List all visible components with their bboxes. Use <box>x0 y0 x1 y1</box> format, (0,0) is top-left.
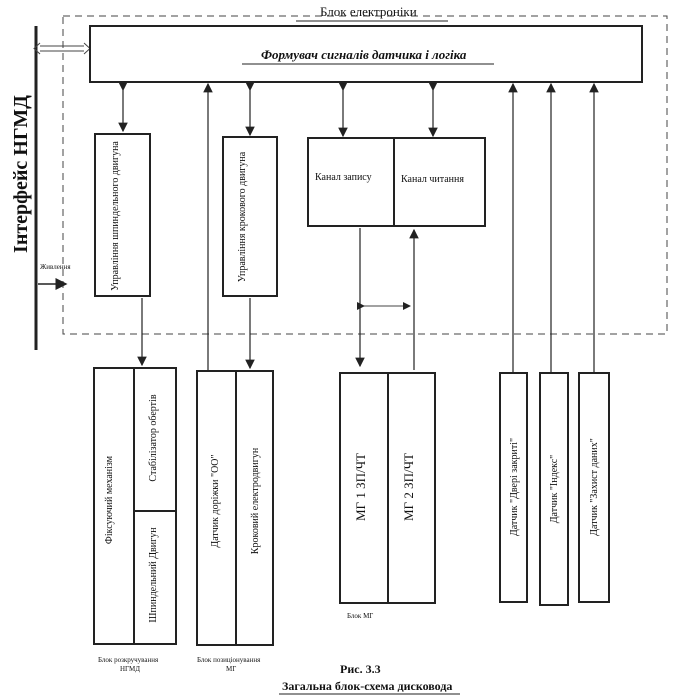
positioning-block-caption-1: Блок позиціонування <box>197 656 261 664</box>
track-sensor-label: Датчик доріжки "ОО" <box>210 454 221 548</box>
door-sensor-box: Датчик "Двері закриті" <box>499 372 528 603</box>
positioning-block-caption-2: МГ <box>226 665 237 673</box>
electronics-block-title: Блок електроніки <box>320 4 417 19</box>
power-label: Живлення <box>40 263 71 271</box>
index-sensor-box: Датчик "Індекс" <box>539 372 569 606</box>
write-channel-label: Канал запису <box>315 172 372 183</box>
stepper-motor-control-box: Управління крокового двигуна <box>222 136 278 297</box>
positioning-block-box: Датчик доріжки "ОО" Кроковий електродвиг… <box>196 370 274 646</box>
channels-box: Канал запису Канал читання <box>307 137 486 227</box>
protect-sensor-box: Датчик "Захист даних" <box>578 372 610 603</box>
spindle-motor-control-label: Управління шпиндельного двигуна <box>110 141 121 291</box>
speed-stabilizer-label: Стабілізатор обертів <box>148 394 159 482</box>
head2-label: МГ 2 ЗП/ЧТ <box>401 453 416 521</box>
protect-sensor-label: Датчик "Захист даних" <box>589 438 600 536</box>
spin-block-caption-1: Блок розкручування <box>98 656 159 664</box>
figure-number: Рис. 3.3 <box>340 662 381 676</box>
spindle-motor-label: Шпиндельний Двигун <box>148 527 159 623</box>
spin-block-box: Фіксуючий механізм Стабілізатор обертів … <box>93 367 177 645</box>
head1-label: МГ 1 ЗП/ЧТ <box>353 453 368 521</box>
formatter-logic-label: Формувач сигналів датчика і логіка <box>261 47 467 62</box>
heads-block-caption: Блок МГ <box>347 612 374 620</box>
fixing-mechanism-label: Фіксуючий механізм <box>104 455 115 545</box>
stepper-motor-control-label: Управління крокового двигуна <box>237 151 248 283</box>
stepper-motor-label: Кроковий електродвигун <box>250 447 261 555</box>
heads-block-box: МГ 1 ЗП/ЧТ МГ 2 ЗП/ЧТ <box>339 372 436 604</box>
formatter-logic-box: Формувач сигналів датчика і логіка <box>89 25 643 83</box>
electronics-block-border <box>62 15 668 335</box>
read-channel-label: Канал читання <box>401 174 464 185</box>
index-sensor-label: Датчик "Індекс" <box>549 454 560 524</box>
door-sensor-label: Датчик "Двері закриті" <box>509 437 520 537</box>
spin-block-caption-2: НГМД <box>120 665 141 673</box>
figure-caption: Загальна блок-схема дисковода <box>282 679 453 693</box>
interface-label: Інтерфейс НГМД <box>10 95 32 253</box>
spindle-motor-control-box: Управління шпиндельного двигуна <box>94 133 151 297</box>
